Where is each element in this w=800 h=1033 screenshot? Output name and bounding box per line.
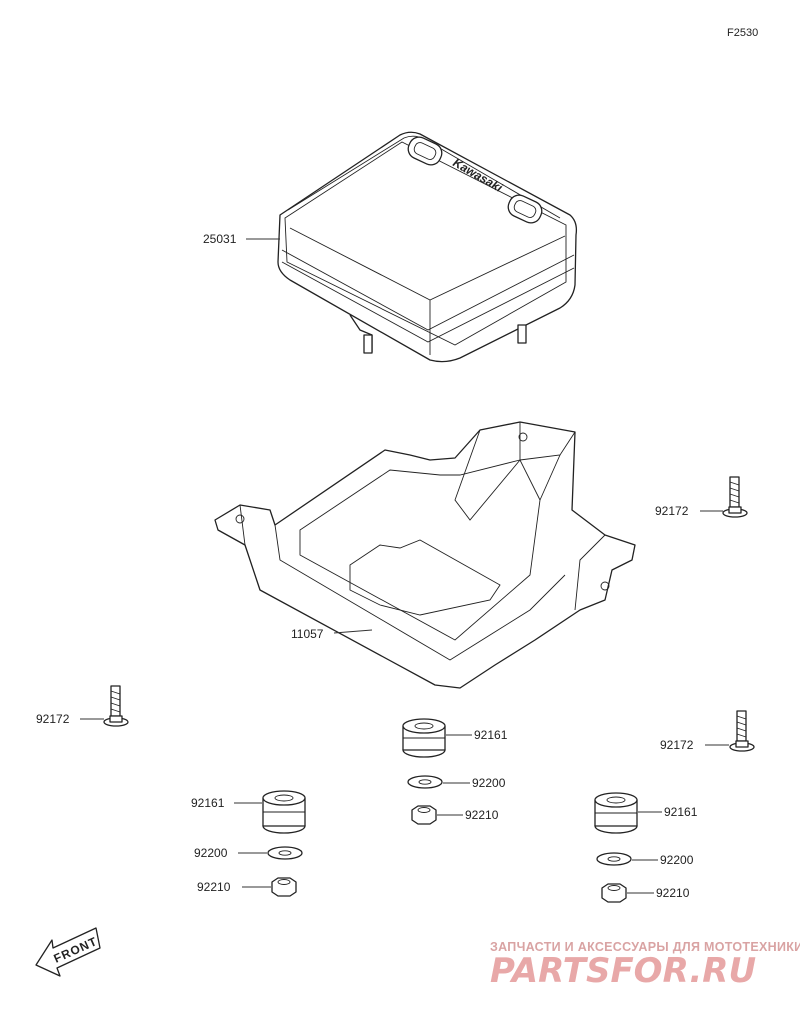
bolt-92172-left <box>103 685 129 727</box>
washer-92200-left <box>267 846 303 860</box>
watermark-tagline: ЗАПЧАСТИ И АКСЕССУАРЫ ДЛЯ МОТОТЕХНИКИ <box>490 940 800 954</box>
bolt-92172-right-top <box>722 476 748 518</box>
washer-92200-center <box>407 775 443 789</box>
part-label-92200-left: 92200 <box>194 846 228 860</box>
nut-92210-center <box>411 805 437 825</box>
part-label-92172-left: 92172 <box>36 712 70 726</box>
battery-tray-drawing <box>214 421 636 689</box>
front-arrow-icon: FRONT <box>35 927 101 977</box>
bolt-92172-right-bottom <box>729 710 755 752</box>
nut-92210-left <box>271 877 297 897</box>
part-label-92210-left: 92210 <box>197 880 231 894</box>
nut-92210-right <box>601 883 627 903</box>
part-label-92161-right: 92161 <box>664 805 698 819</box>
grommet-92161-center <box>402 718 446 758</box>
figure-code: F2530 <box>727 27 758 39</box>
part-label-25031: 25031 <box>203 232 237 246</box>
watermark-logo: PARTSFOR.RU <box>490 951 756 991</box>
battery-cover-drawing: Kawasaki <box>277 131 578 363</box>
grommet-92161-left <box>262 790 306 834</box>
washer-92200-right <box>596 852 632 866</box>
part-label-92161-center: 92161 <box>474 728 508 742</box>
part-label-92210-right: 92210 <box>656 886 690 900</box>
part-label-92200-right: 92200 <box>660 853 694 867</box>
part-label-92161-left: 92161 <box>191 796 225 810</box>
part-label-11057: 11057 <box>291 627 324 641</box>
grommet-92161-right <box>594 792 638 834</box>
part-label-92210-center: 92210 <box>465 808 499 822</box>
part-label-92172-right-top: 92172 <box>655 504 689 518</box>
part-label-92172-right-bottom: 92172 <box>660 738 694 752</box>
part-label-92200-center: 92200 <box>472 776 506 790</box>
